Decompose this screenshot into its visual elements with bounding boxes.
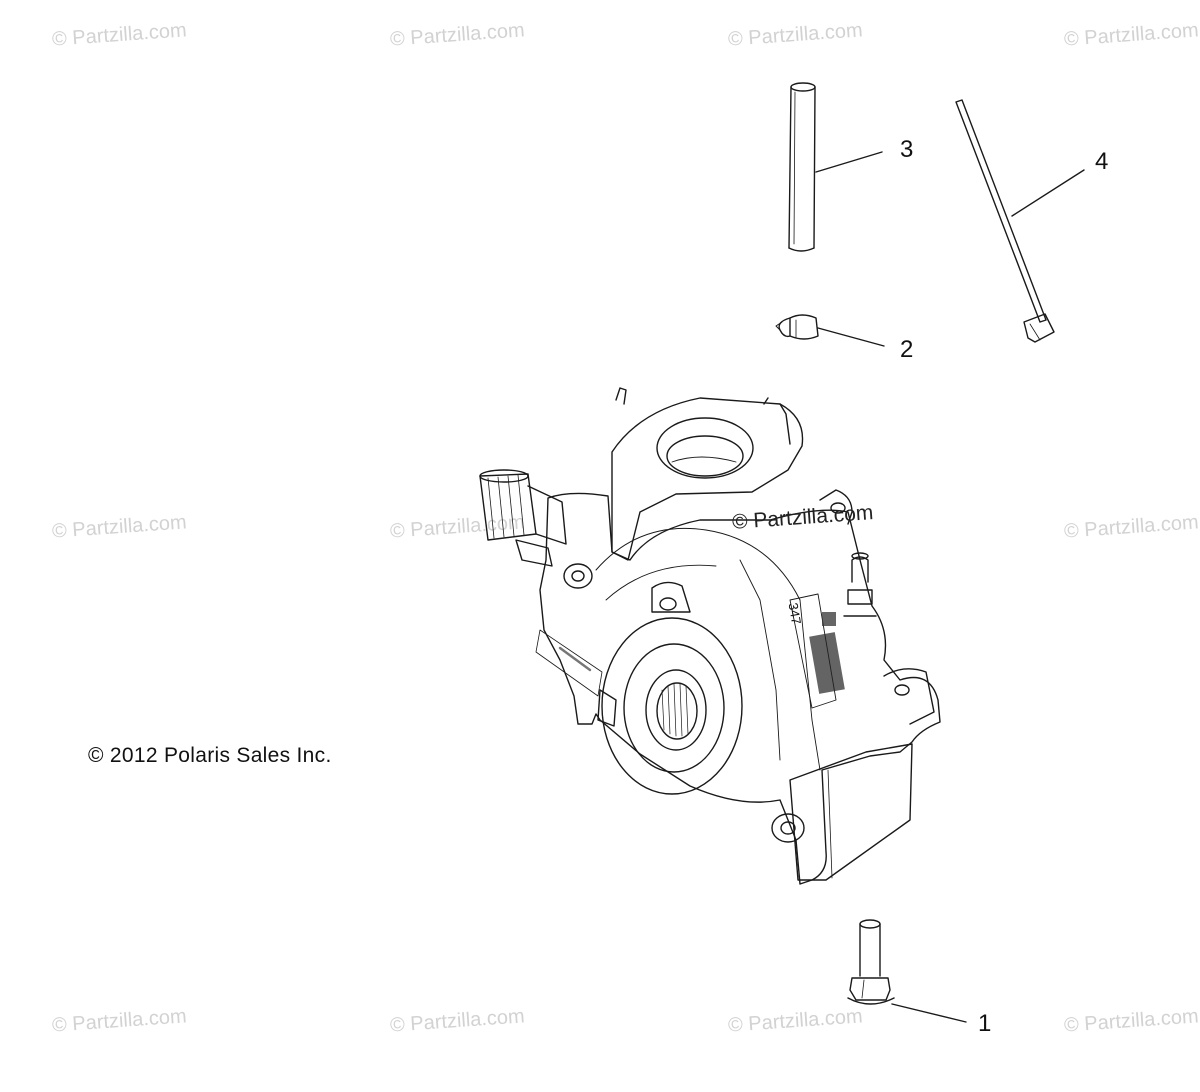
part-1-bolt bbox=[847, 919, 895, 1005]
callout-1: 1 bbox=[978, 1010, 992, 1037]
copyright-notice: © 2012 Polaris Sales Inc. bbox=[88, 744, 332, 767]
callout-2: 2 bbox=[900, 336, 914, 363]
callout-leader-1 bbox=[891, 1003, 967, 1023]
part-3-tube bbox=[788, 82, 816, 252]
part-4-bolt bbox=[955, 99, 1055, 343]
gearcase-housing bbox=[479, 387, 941, 885]
callout-3: 3 bbox=[900, 136, 914, 163]
callout-leader-3 bbox=[815, 151, 883, 173]
part-2-clamp bbox=[775, 314, 819, 340]
callout-4: 4 bbox=[1095, 148, 1109, 175]
callout-leader-4 bbox=[1011, 169, 1085, 217]
callout-leader-2 bbox=[817, 327, 885, 347]
